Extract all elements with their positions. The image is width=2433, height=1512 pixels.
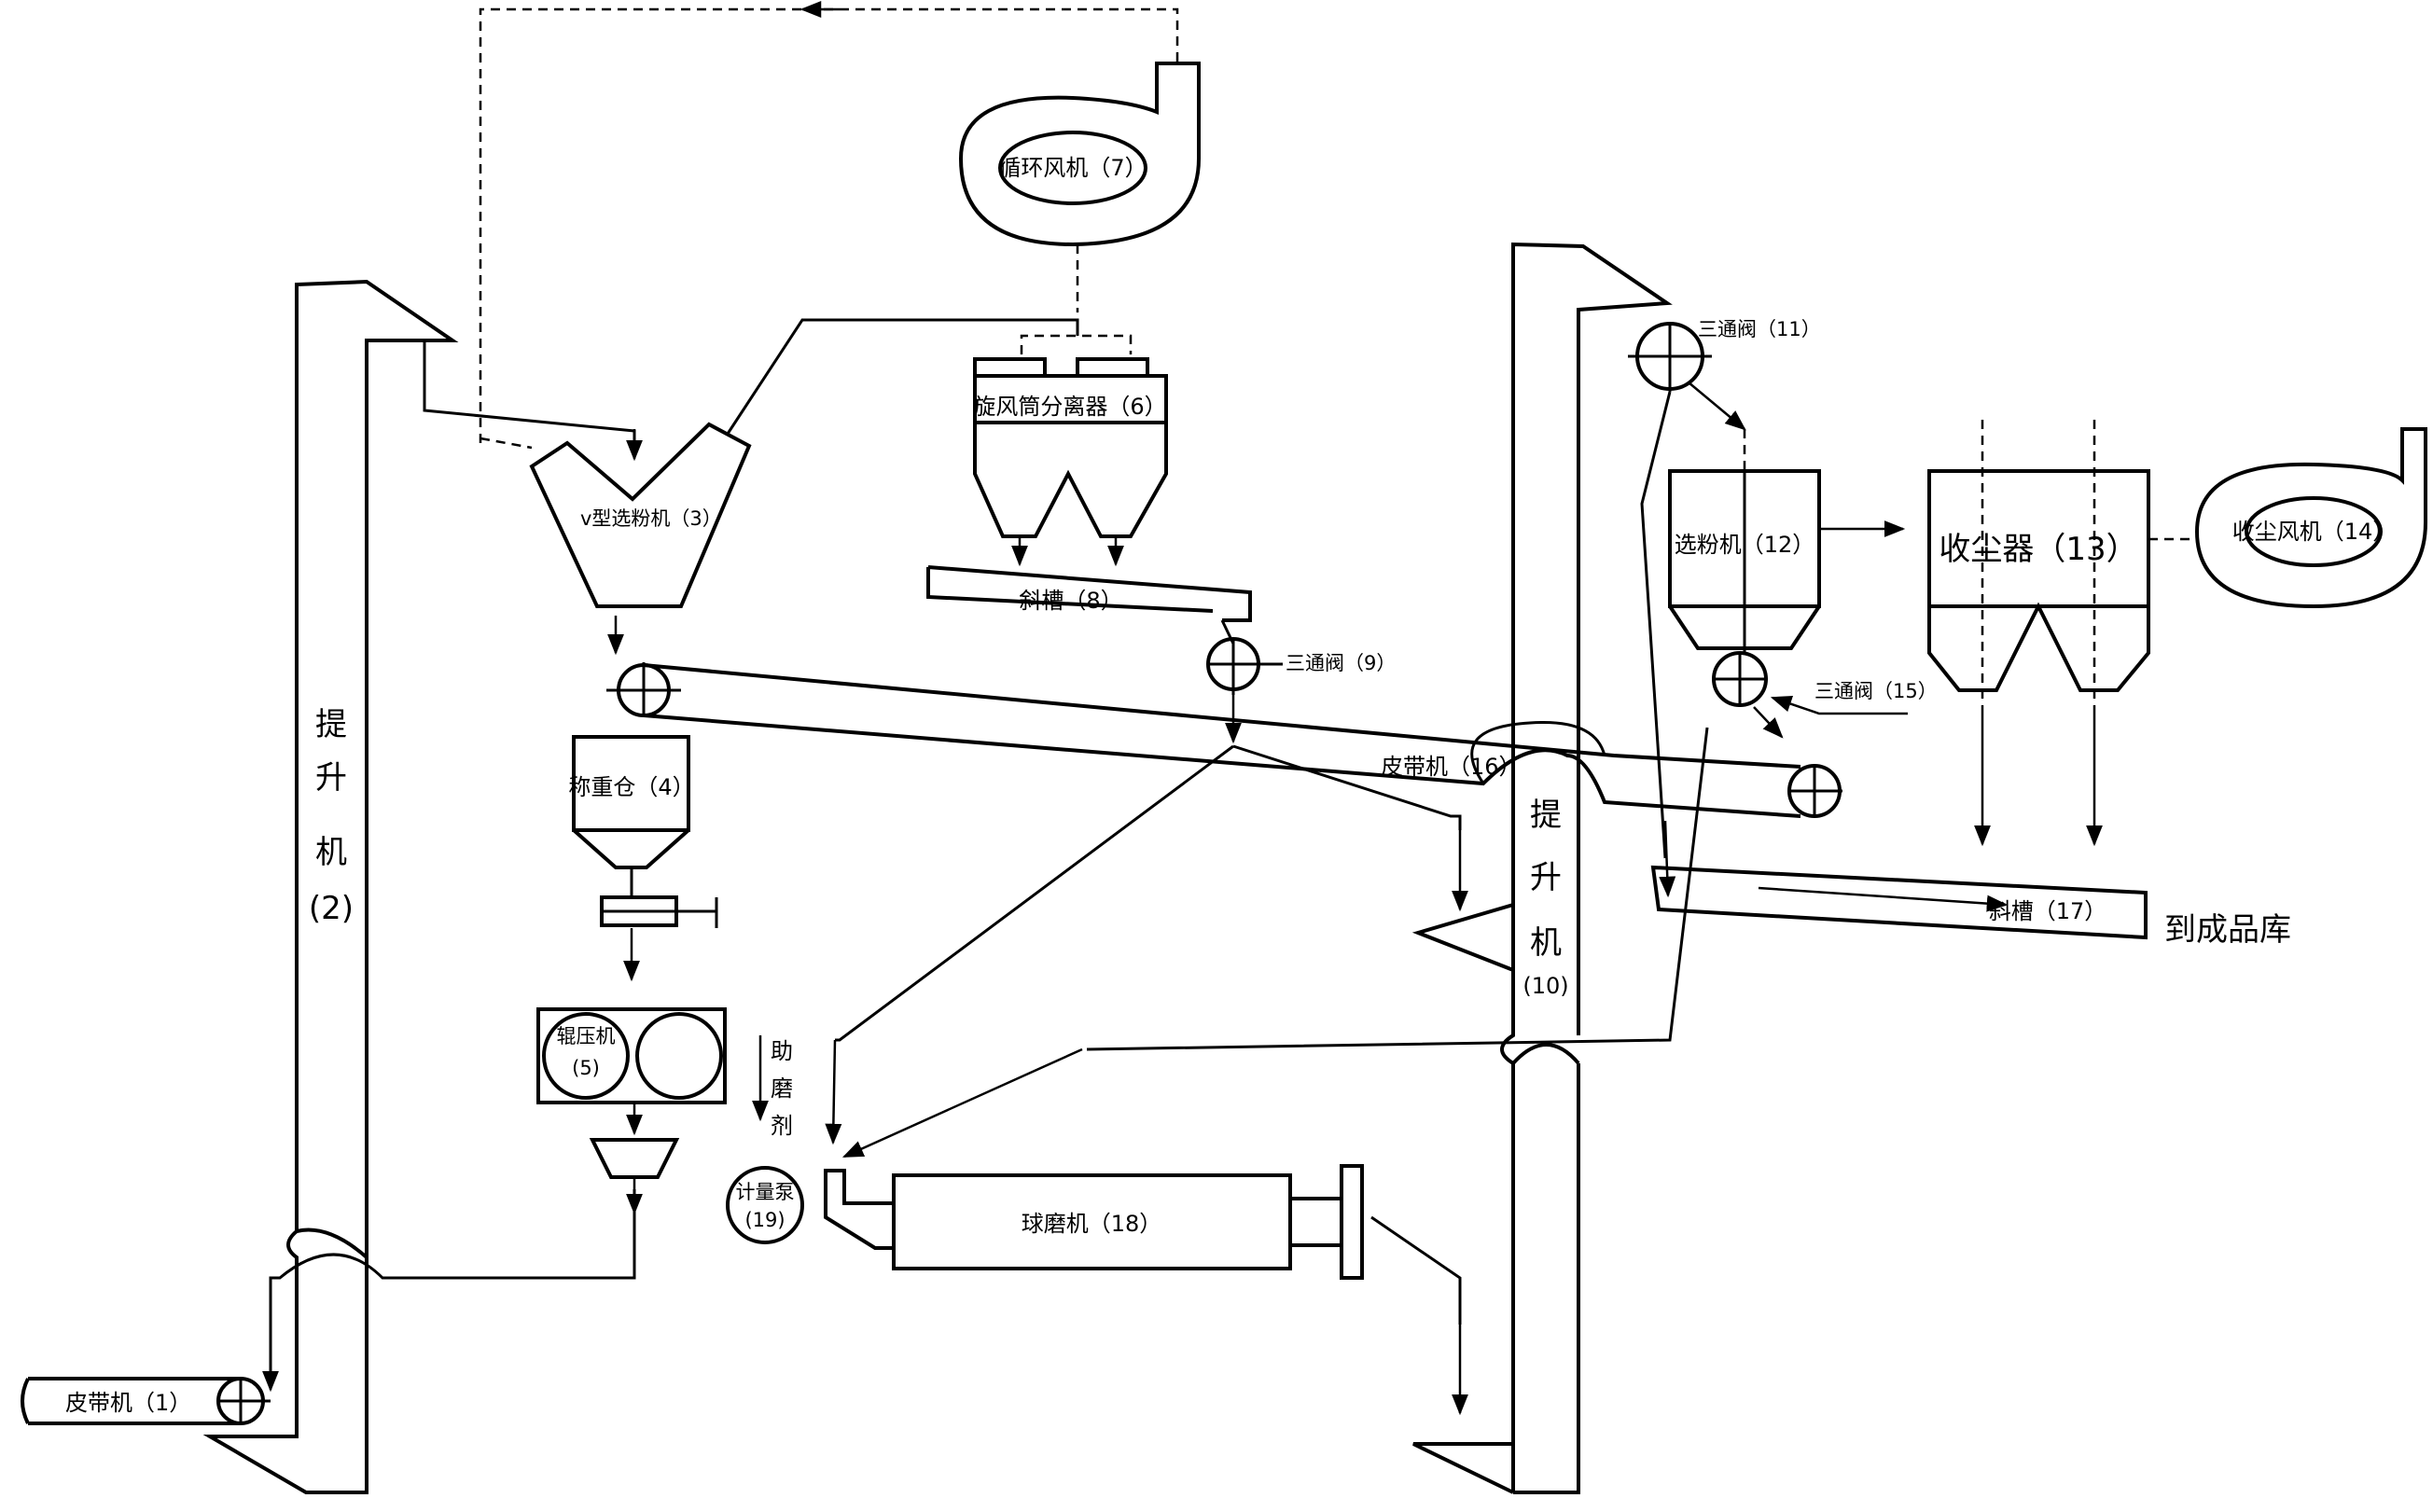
air-chute-17: 斜槽（17） 到成品库 [1650, 865, 2291, 949]
press-5-name: 辊压机 [557, 1025, 616, 1047]
elevator-2-char-1: 提 [315, 706, 347, 743]
elevator-2-char-4: (2) [309, 890, 354, 927]
elevator-10-char-2: 升 [1530, 859, 1562, 896]
elevator-10-char-1: 提 [1530, 797, 1562, 834]
elevator-10-char-3: 机 [1530, 924, 1562, 962]
circulating-fan-7: 循环风机（7） [958, 62, 1201, 247]
elevator-2-char-2: 升 [315, 759, 347, 797]
valve-11-label: 三通阀（11） [1698, 318, 1821, 340]
chute-17-label: 斜槽（17） [1989, 898, 2107, 924]
three-way-valve-9: 三通阀（9） [1206, 637, 1396, 744]
valve-15-label: 三通阀（15） [1814, 680, 1938, 702]
weighing-bin-4: 称重仓（4） [568, 735, 718, 982]
separator-3-air-duct [726, 318, 1079, 435]
bin-4-label: 称重仓（4） [568, 774, 694, 800]
separator-12: 选粉机（12） [1668, 429, 1906, 653]
dust-collector-13: 收尘器（13） [1927, 420, 2150, 847]
elevator-2: 提 升 机 (2) [202, 279, 459, 1494]
grinding-aid-char-2: 磨 [771, 1075, 793, 1102]
pump-19-number: (19) [744, 1209, 785, 1231]
grinding-aid-char-3: 剂 [771, 1113, 793, 1139]
to-warehouse-label: 到成品库 [2164, 911, 2291, 949]
elevator-10-char-4: (10) [1522, 973, 1568, 999]
grinding-aid-char-1: 助 [771, 1038, 793, 1064]
belt-1-label: 皮带机（1） [65, 1390, 191, 1416]
three-way-valve-15: 三通阀（15） [1712, 651, 1938, 739]
belt-16-label: 皮带机（16） [1381, 754, 1522, 780]
elevator-2-char-3: 机 [315, 834, 347, 871]
pump-19-name: 计量泵 [736, 1181, 795, 1203]
belt-conveyor-16: 皮带机（16） [606, 662, 1842, 818]
dust-fan-14: 收尘风机（14） [2194, 427, 2427, 609]
fan-14-label: 收尘风机（14） [2232, 519, 2396, 545]
press-5-number: (5) [572, 1057, 600, 1079]
three-way-valve-11: 三通阀（11） [1628, 318, 1821, 898]
separator-3-label: v型选粉机（3） [580, 507, 722, 530]
cyclone-6-label: 旋风筒分离器（6） [973, 394, 1166, 420]
collector-13-label: 收尘器（13） [1939, 531, 2137, 568]
cyclone-separator-6: 旋风筒分离器（6） [973, 334, 1168, 567]
fan-7-label: 循环风机（7） [998, 155, 1147, 181]
roller-press-5: 辊压机 (5) [536, 1007, 727, 1215]
ball-mill-18: 球磨机（18） [824, 1164, 1468, 1416]
metering-pump-19: 计量泵 (19) [726, 1166, 804, 1244]
valve-9-label: 三通阀（9） [1286, 652, 1396, 674]
recirculation-dashed-line [479, 7, 1179, 443]
air-chute-8: 斜槽（8） [926, 565, 1252, 645]
press-return-line [262, 1189, 636, 1393]
ball-mill-18-label: 球磨机（18） [1022, 1211, 1162, 1237]
v-separator-3: v型选粉机（3） [529, 422, 752, 656]
grinding-aid: 助 磨 剂 [752, 1035, 793, 1139]
elevator-10: 提 升 机 (10) [1411, 242, 1673, 1494]
belt-conveyor-1: 皮带机（1） [21, 1377, 271, 1425]
elevator-2-discharge [423, 340, 636, 448]
chute-8-label: 斜槽（8） [1019, 588, 1122, 614]
